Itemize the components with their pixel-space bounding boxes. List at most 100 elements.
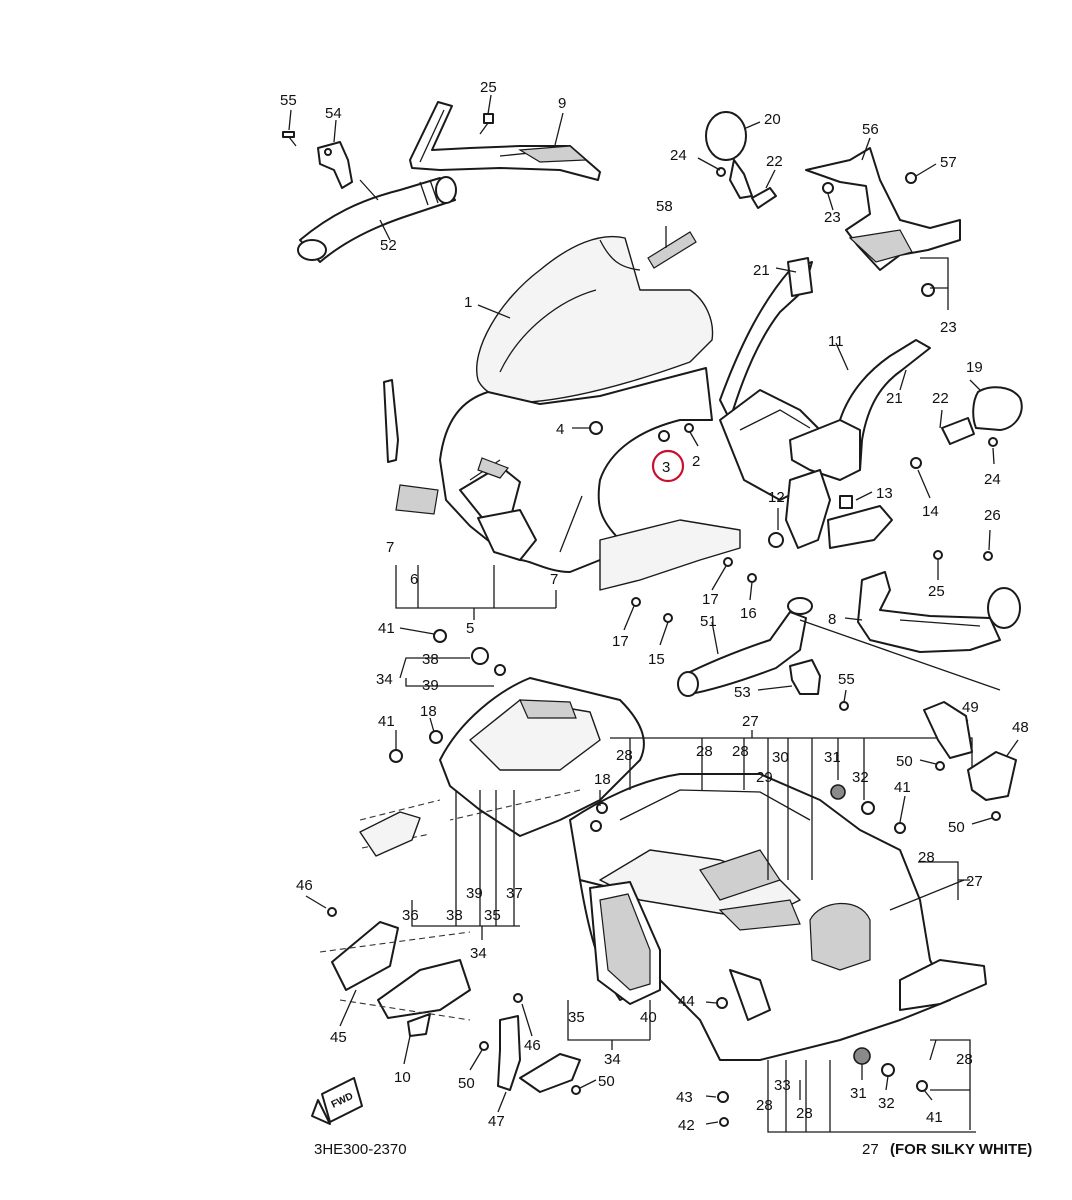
callout-label: 40 [640, 1009, 657, 1026]
callout-label: 34 [376, 671, 393, 688]
callout-label: 30 [772, 749, 789, 766]
callout-label: 57 [940, 154, 957, 171]
callout-label: 23 [940, 319, 957, 336]
footer-note: (FOR SILKY WHITE) [890, 1141, 1032, 1158]
bolt-part [935, 761, 1001, 821]
callout-label: 22 [932, 390, 949, 407]
callout-label: 51 [700, 613, 717, 630]
duct-bracket-part [317, 141, 353, 189]
bolt-part [282, 131, 297, 147]
callout-label: 25 [928, 583, 945, 600]
diagram-code: 3HE300-2370 [314, 1141, 407, 1158]
side-decal-part [383, 379, 439, 515]
callout-label: 21 [753, 262, 770, 279]
callout-label: 46 [296, 877, 313, 894]
callout-label: 25 [480, 79, 497, 96]
callout-label: 49 [962, 699, 979, 716]
decal-part [647, 231, 697, 269]
bolt-part [933, 550, 993, 561]
callout-label: 52 [380, 237, 397, 254]
rubber-damper-part [751, 187, 777, 209]
callout-label: 50 [598, 1073, 615, 1090]
callout-label: 35 [568, 1009, 585, 1026]
callout-label: 41 [378, 713, 395, 730]
mirror-part [941, 386, 1023, 445]
footer-part-number: 27 [862, 1141, 879, 1158]
cowling-stay-part [785, 339, 931, 549]
callout-label: 32 [852, 769, 869, 786]
callout-label: 27 [742, 713, 759, 730]
callout-label: 32 [878, 1095, 895, 1112]
stay-bracket-part [719, 257, 821, 501]
callout-label: 48 [1012, 719, 1029, 736]
callout-label: 50 [948, 819, 965, 836]
callout-label: 41 [926, 1109, 943, 1126]
callout-label: 4 [556, 421, 564, 438]
callout-label: 56 [862, 121, 879, 138]
callout-label: 41 [378, 620, 395, 637]
callout-label: 11 [828, 333, 844, 350]
callout-label: 28 [616, 747, 633, 764]
callout-label: 58 [656, 198, 673, 215]
callout-label: 43 [676, 1089, 693, 1106]
callout-label: 16 [740, 605, 757, 622]
grommet-part [768, 437, 998, 548]
callout-label: 8 [828, 611, 836, 628]
stay-bracket-part [805, 147, 961, 271]
callout-label: 55 [838, 671, 855, 688]
callout-label: 28 [918, 849, 935, 866]
fwd-arrow-icon: FWD [311, 1077, 363, 1125]
bracket-part [331, 811, 471, 1037]
bolt-part [631, 557, 849, 711]
callout-label: 28 [796, 1105, 813, 1122]
bolt-part [479, 113, 494, 135]
screw-part [389, 629, 506, 763]
callout-label: 21 [886, 390, 903, 407]
callout-label: 22 [766, 153, 783, 170]
callout-label: 2 [692, 453, 700, 470]
callout-label: 15 [648, 651, 665, 668]
callout-label: 45 [330, 1029, 347, 1046]
callout-label: 14 [922, 503, 939, 520]
bolt-part [327, 907, 581, 1095]
callout-label: 5 [466, 620, 474, 637]
air-duct-part [677, 597, 813, 697]
callout-label: 38 [422, 651, 439, 668]
callout-label: 28 [696, 743, 713, 760]
air-duct-part [297, 176, 457, 263]
stay-part [497, 1015, 581, 1093]
callout-label: 12 [768, 489, 785, 506]
callout-label: 6 [410, 571, 418, 588]
callout-label: 53 [734, 684, 751, 701]
callout-label: 28 [956, 1051, 973, 1068]
callout-label: 39 [422, 677, 439, 694]
callout-label: 26 [984, 507, 1001, 524]
callout-label: 20 [764, 111, 781, 128]
highlight-circle [651, 449, 685, 483]
callout-label: 9 [558, 95, 566, 112]
callout-label: 47 [488, 1113, 505, 1130]
callout-label: 29 [756, 769, 773, 786]
callout-label: 39 [466, 885, 483, 902]
callout-label: 3 [662, 459, 670, 476]
callout-label: 24 [670, 147, 687, 164]
callout-label: 7 [386, 539, 394, 556]
callout-label: 23 [824, 209, 841, 226]
callout-label: 33 [774, 1077, 791, 1094]
callout-label: 46 [524, 1037, 541, 1054]
callout-label: 54 [325, 105, 342, 122]
callout-label: 7 [550, 571, 558, 588]
callout-label: 35 [484, 907, 501, 924]
callout-label: 17 [702, 591, 719, 608]
callout-label: 24 [984, 471, 1001, 488]
callout-label: 17 [612, 633, 629, 650]
callout-label: 34 [604, 1051, 621, 1068]
callout-label: 42 [678, 1117, 695, 1134]
callout-label: 41 [894, 779, 911, 796]
duct-bracket-part [789, 659, 821, 695]
callout-label: 19 [966, 359, 983, 376]
callout-label: 28 [756, 1097, 773, 1114]
upper-cowl-part [439, 367, 741, 591]
callout-label: 13 [876, 485, 893, 502]
